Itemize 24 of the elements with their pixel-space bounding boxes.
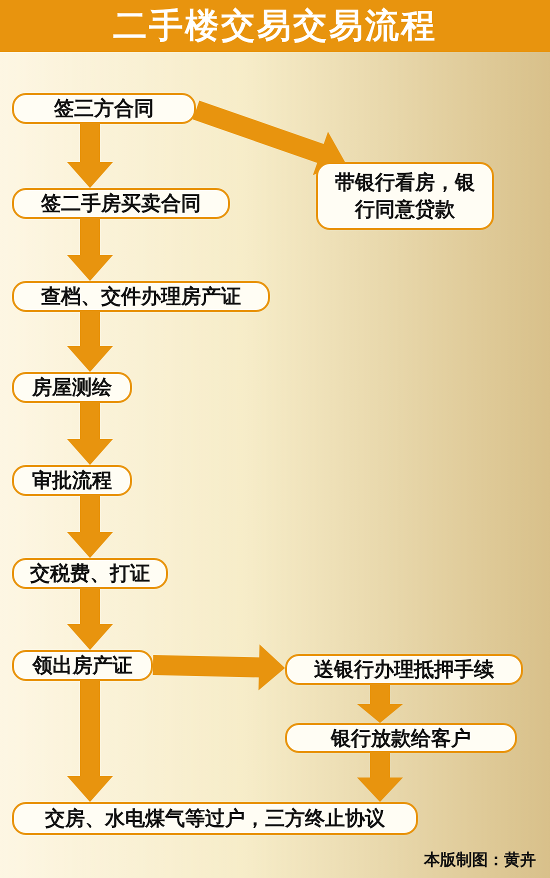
step-box: 审批流程 <box>12 465 132 496</box>
step-box: 签二手房买卖合同 <box>12 188 230 219</box>
credit-text: 本版制图：黄卉 <box>424 850 536 871</box>
title-banner: 二手楼交易交易流程 <box>0 0 550 52</box>
step-box: 银行放款给客户 <box>285 723 517 753</box>
step-box: 送银行办理抵押手续 <box>285 654 523 685</box>
block-arrow <box>67 403 113 465</box>
block-arrow <box>67 681 113 802</box>
block-arrow <box>152 644 285 690</box>
block-arrow <box>67 589 113 650</box>
block-arrow <box>67 124 113 188</box>
step-box: 交房、水电煤气等过户，三方终止协议 <box>12 802 418 835</box>
step-box: 带银行看房，银行同意贷款 <box>316 162 494 230</box>
block-arrow <box>67 312 113 372</box>
step-box: 房屋测绘 <box>12 372 132 403</box>
block-arrow <box>357 685 403 723</box>
block-arrow <box>357 753 403 802</box>
block-arrow <box>67 219 113 281</box>
step-box: 查档、交件办理房产证 <box>12 281 270 312</box>
step-box: 签三方合同 <box>12 93 196 124</box>
step-box: 领出房产证 <box>12 650 153 681</box>
block-arrow <box>67 496 113 558</box>
step-box: 交税费、打证 <box>12 558 168 589</box>
block-arrow <box>192 100 345 176</box>
